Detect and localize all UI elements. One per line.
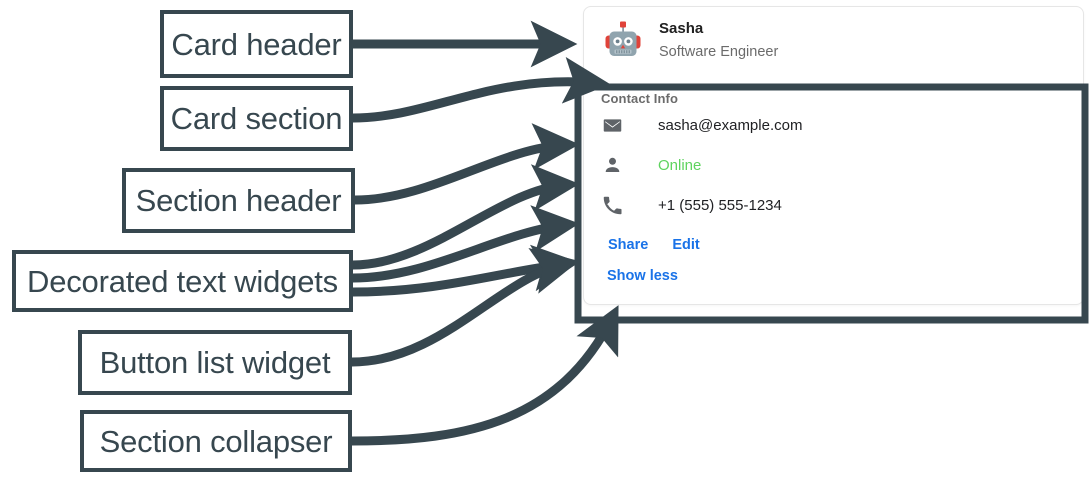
arrow-dtw-2 <box>352 205 580 283</box>
annotation-button-list-widget: Button list widget <box>78 330 352 395</box>
phone-icon <box>601 195 623 217</box>
card-subtitle: Software Engineer <box>659 43 779 60</box>
annotation-section-collapser: Section collapser <box>80 410 352 472</box>
arrow-dtw-1 <box>352 164 580 270</box>
card-header: Sasha Software Engineer <box>584 7 1083 75</box>
profile-card: Sasha Software Engineer Contact Info sas… <box>583 6 1084 305</box>
arrow-dtw-3 <box>352 244 580 297</box>
annotation-section-collapser-label: Section collapser <box>99 423 333 459</box>
show-less-button[interactable]: Show less <box>607 264 678 288</box>
section-header: Contact Info <box>601 90 679 106</box>
arrow-section-collapser <box>351 305 619 446</box>
arrow-button-list <box>351 247 580 367</box>
section-collapser: Show less <box>584 257 1083 288</box>
email-icon <box>601 115 623 137</box>
annotation-card-header: Card header <box>160 10 353 78</box>
annotation-card-section: Card section <box>160 86 353 151</box>
decorated-text-widget-phone: +1 (555) 555-1234 <box>584 186 1083 226</box>
share-button[interactable]: Share <box>596 233 660 257</box>
card-title: Sasha <box>659 20 704 37</box>
annotation-card-header-label: Card header <box>171 26 342 62</box>
annotation-card-section-label: Card section <box>170 101 343 136</box>
edit-button[interactable]: Edit <box>660 233 711 257</box>
robot-avatar-icon <box>601 18 645 62</box>
button-list-widget: Share Edit <box>584 226 1083 257</box>
card-header-text: Sasha Software Engineer <box>659 18 778 63</box>
email-text: sasha@example.com <box>658 117 803 135</box>
phone-text: +1 (555) 555-1234 <box>658 197 782 215</box>
card-section: Contact Info sasha@example.com <box>584 75 1083 304</box>
annotation-decorated-text-widgets: Decorated text widgets <box>12 250 353 312</box>
arrow-section-header <box>354 123 580 205</box>
annotation-button-list-widget-label: Button list widget <box>99 345 331 380</box>
annotation-section-header-label: Section header <box>135 183 342 218</box>
arrow-card-section <box>352 56 611 123</box>
annotation-section-header: Section header <box>122 168 355 233</box>
annotation-decorated-text-widgets-label: Decorated text widgets <box>27 263 338 299</box>
person-icon <box>601 155 623 177</box>
decorated-text-widget-status: Online <box>584 146 1083 186</box>
status-text: Online <box>658 157 702 175</box>
decorated-text-widget-email: sasha@example.com <box>584 106 1083 146</box>
